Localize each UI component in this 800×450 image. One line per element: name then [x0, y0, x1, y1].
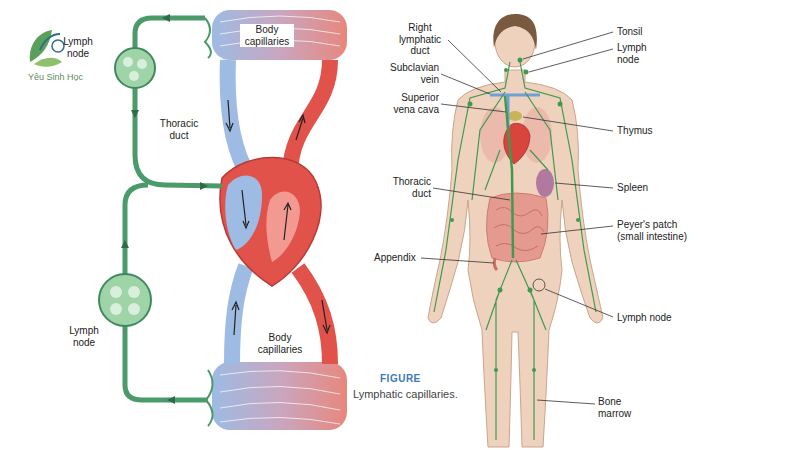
figure-tag: FIGURE [380, 373, 421, 385]
caption: Lymphatic capillaries. [353, 388, 458, 401]
part-label: Appendix [374, 252, 416, 264]
circulation-diagram-part [125, 185, 148, 274]
part-label: Body capillaries [253, 332, 307, 355]
part-label: Tonsil [617, 26, 643, 38]
part-label: Lymph node [617, 312, 672, 324]
circulation-diagram-part [123, 57, 133, 67]
circulation-diagram-part [232, 266, 246, 364]
body-figure-part [536, 169, 554, 197]
part-label: Thoracic duct [155, 118, 203, 141]
body-figure-part [524, 70, 529, 75]
logo [30, 30, 64, 67]
part-label: Lymph node [60, 36, 96, 59]
circulation-diagram-part [135, 18, 205, 48]
leader-lines-part [541, 226, 613, 234]
part-label: Bone marrow [598, 396, 640, 419]
body-figure-part [494, 207, 544, 250]
circulation-diagram [99, 10, 347, 430]
circulation-diagram-part [266, 191, 300, 262]
circulation-diagram-part [110, 303, 122, 315]
watermark: Yêu Sinh Học [28, 72, 83, 82]
circulation-diagram-part [220, 157, 321, 286]
circulation-diagram-part [322, 300, 330, 333]
body-figure-part [434, 62, 596, 440]
leader-lines-part [448, 40, 501, 92]
leader-lines-part [523, 32, 613, 59]
circulation-diagram-part [205, 18, 211, 58]
leader-lines-part [529, 49, 613, 72]
leader-lines-part [441, 104, 506, 112]
body-figure-part [490, 94, 540, 97]
body-figure-part [576, 218, 580, 222]
leader-lines-part [555, 183, 613, 188]
part-label: Lymph node [66, 325, 102, 348]
circulation-diagram-part [290, 60, 330, 172]
circulation-diagram-part [128, 303, 140, 315]
leader-lines-part [523, 117, 613, 131]
circulation-diagram-part [110, 286, 122, 298]
circulation-diagram-part [284, 203, 291, 240]
body-figure-part [504, 68, 508, 72]
body-figure-part [558, 102, 563, 107]
body-figure-part [518, 58, 523, 63]
body-figure-part [486, 193, 548, 262]
part-label: Superior vena cava [383, 92, 439, 115]
body-figure-part [533, 279, 545, 291]
leader-lines-part [433, 188, 510, 200]
logo-part [52, 40, 64, 52]
leader-lines-part [537, 400, 595, 404]
circulation-diagram-part [228, 60, 250, 178]
part-label: Peyer's patch (small intestine) [617, 219, 703, 242]
circulation-diagram-part [99, 274, 151, 326]
part-label: Lymph node [617, 42, 653, 65]
circulation-diagram-part [232, 302, 239, 335]
part-label: Thoracic duct [383, 176, 431, 199]
logo-part [40, 34, 60, 50]
circulation-diagram-part [226, 100, 233, 131]
circulation-diagram-part [137, 59, 147, 69]
part-label: Right lymphatic duct [394, 22, 446, 57]
body-figure-part [494, 258, 497, 270]
body-figure-part [498, 288, 503, 293]
body-figure-part [468, 102, 473, 107]
leader-lines [421, 32, 613, 404]
circulation-diagram-part [212, 10, 347, 60]
circulation-diagram-part [115, 48, 155, 88]
body-figure-part [494, 368, 498, 372]
circulation-diagram-part [121, 14, 208, 404]
leader-lines-part [421, 258, 494, 263]
circulation-diagram-part [242, 190, 249, 228]
body-figure-part [508, 111, 522, 121]
body-figure-part [493, 14, 537, 50]
circulation-diagram-part [220, 371, 340, 424]
body-figure-part [532, 368, 536, 372]
part-label: Thymus [617, 125, 653, 137]
part-label: Spleen [617, 182, 648, 194]
circulation-diagram-part [212, 362, 347, 430]
logo-part [34, 58, 62, 67]
body-figure-part [505, 96, 513, 258]
body-figure [428, 14, 603, 447]
body-figure-part [528, 288, 533, 293]
circulation-diagram-part [129, 71, 139, 81]
circulation-diagram-part [135, 88, 222, 186]
circulation-diagram-part [220, 16, 340, 46]
circulation-diagram-part [225, 175, 262, 250]
part-label: Body capillaries [240, 24, 294, 47]
circulation-diagram-part [128, 286, 140, 298]
leader-lines-part [441, 74, 490, 94]
body-figure-part [450, 218, 454, 222]
circulation-diagram-part [125, 326, 208, 400]
circulation-diagram-part [296, 115, 305, 140]
part-label: Subclavian vein [383, 62, 439, 85]
leader-lines-part [545, 289, 613, 317]
